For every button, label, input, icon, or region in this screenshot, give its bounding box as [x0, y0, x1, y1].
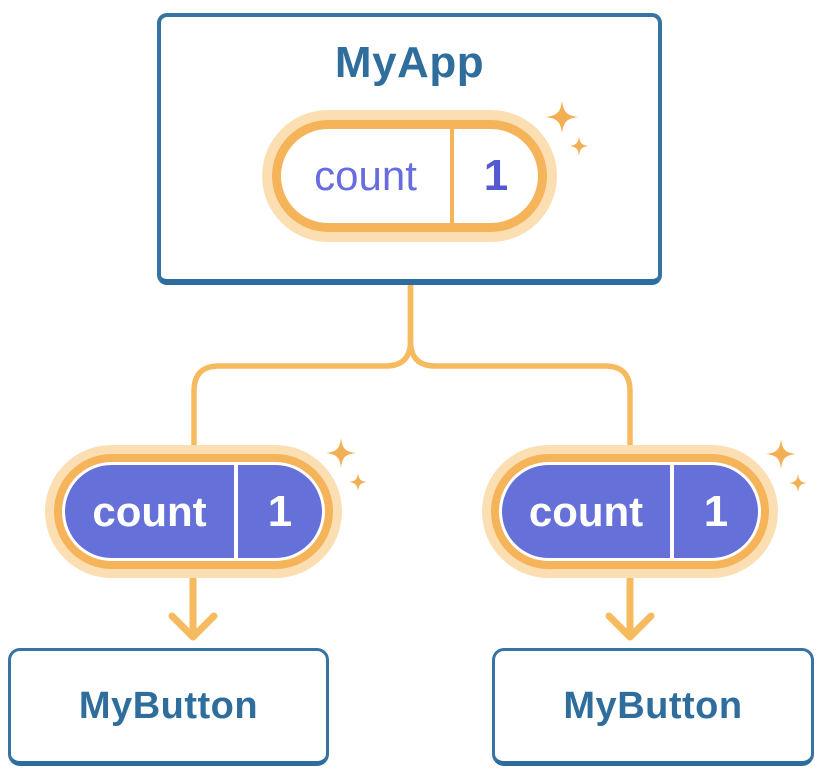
state-pill-myapp: count 1	[262, 110, 557, 242]
sparkle-icon	[545, 100, 589, 156]
sparkle-icon	[326, 438, 368, 492]
mybutton-node-title: MyButton	[563, 685, 743, 727]
connector-right-branch	[407, 282, 633, 455]
mybutton-node-title: MyButton	[78, 685, 259, 727]
mybutton-node-left: MyButton	[8, 648, 329, 766]
prop-pill-left-mybutton: count 1	[45, 445, 342, 578]
prop-pill-right-mybutton: count 1	[482, 445, 778, 578]
prop-pill-value: 1	[267, 486, 293, 536]
myapp-node-title: MyApp	[334, 38, 485, 87]
prop-pill-ring: count 1	[54, 454, 333, 569]
prop-pill-ring: count 1	[491, 454, 769, 569]
pill-divider	[670, 465, 674, 558]
state-pill-ring: count 1	[272, 120, 547, 232]
prop-pill-value: 1	[703, 486, 729, 536]
state-pill-value: 1	[483, 151, 509, 200]
sparkle-icon	[766, 439, 808, 493]
state-pill-label: count	[314, 152, 417, 199]
prop-pill-label: count	[92, 487, 207, 535]
pill-divider	[450, 129, 454, 223]
prop-pill-label: count	[528, 487, 644, 535]
arrow-down-right-icon	[605, 568, 655, 641]
pill-divider	[234, 465, 238, 558]
arrow-down-left-icon	[168, 568, 218, 641]
mybutton-node-right: MyButton	[492, 648, 814, 766]
